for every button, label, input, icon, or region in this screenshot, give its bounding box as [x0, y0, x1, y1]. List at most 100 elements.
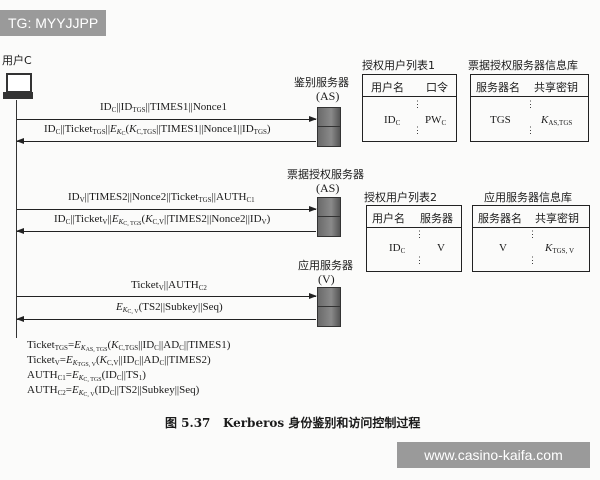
- formula-segment: E: [71, 369, 79, 381]
- formula-segment: C,V: [106, 359, 119, 367]
- formula-segment: C2: [198, 284, 207, 292]
- formula-segment: C: [159, 359, 165, 367]
- formula-segment: C1: [246, 196, 255, 204]
- formula-segment: ||AUTH: [163, 279, 199, 291]
- table-2-header-2: 共享密钥: [534, 81, 578, 94]
- formula-segment: ||ID: [138, 339, 155, 351]
- formula-segment: (: [125, 123, 130, 135]
- formula-segment: KC, V: [122, 306, 139, 315]
- formula-segment: TGS: [253, 128, 267, 136]
- formula-segment: K: [541, 114, 549, 126]
- formula-segment: C: [109, 389, 115, 397]
- formula-segment: =: [65, 384, 72, 396]
- formula-segment: PW: [425, 114, 442, 126]
- formula-segment: V: [437, 242, 445, 254]
- watermark-top-left: TG: MYYJJPP: [0, 10, 107, 36]
- formula-segment: K: [99, 354, 107, 366]
- formula-segment: Ticket: [131, 279, 159, 291]
- formula-segment: ||TIMES2||Nonce2||ID: [164, 213, 262, 225]
- definition-auth-c1: AUTHC1=EKC, TGS(IDC||TS1): [27, 369, 146, 383]
- formula-segment: TGS: [132, 106, 146, 114]
- table-2-header-1: 服务器名: [476, 81, 520, 94]
- formula-segment: C: [55, 128, 61, 136]
- formula-segment: ||AD: [158, 339, 180, 351]
- formula-segment: ): [266, 123, 271, 135]
- formula-segment: ||AUTH: [211, 191, 247, 203]
- formula-segment: =: [65, 369, 72, 381]
- table-4-cell-1: V: [499, 242, 507, 254]
- arrow-c-to-v: [17, 293, 317, 299]
- formula-segment: E: [110, 123, 117, 135]
- v-abbr: (V): [318, 272, 335, 286]
- formula-segment: K: [129, 123, 137, 135]
- formula-segment: Ticket: [27, 354, 55, 366]
- table-2: 服务器名 共享密钥 ⋮⋮ TGS KAS,TGS: [470, 74, 589, 142]
- formula-segment: C: [134, 359, 140, 367]
- formula-segment: KC, TGS: [78, 374, 102, 383]
- formula-segment: C: [400, 247, 406, 255]
- formula-segment: (TS2||Subkey||Seq): [138, 301, 223, 313]
- table-4-cell-2: KTGS, V: [545, 242, 574, 255]
- formula-segment: V: [54, 359, 60, 367]
- watermark-bottom-right: www.casino-kaifa.com: [397, 442, 590, 468]
- formula-segment: TGS: [198, 196, 212, 204]
- tgs-abbr: (AS): [316, 181, 340, 195]
- formula-segment: K: [111, 339, 119, 351]
- table-1-header-1: 用户名: [371, 81, 404, 94]
- formula-segment: K: [545, 242, 553, 254]
- message-6: EKC, V(TS2||Subkey||Seq): [116, 301, 223, 315]
- formula-segment: C: [441, 119, 447, 127]
- formula-segment: E: [66, 354, 73, 366]
- arrow-v-to-c: [16, 316, 316, 322]
- table-2-cell-1: TGS: [490, 114, 511, 126]
- formula-segment: ): [142, 369, 146, 381]
- formula-segment: KC: [116, 128, 126, 137]
- formula-segment: V: [79, 196, 85, 204]
- formula-segment: ID: [68, 191, 80, 203]
- formula-segment: ||: [105, 123, 111, 135]
- formula-segment: C,V: [152, 218, 165, 226]
- table-1: 用户名 口令 ⋮⋮ IDC PWC: [362, 74, 457, 142]
- table-3-header-1: 用户名: [372, 212, 405, 225]
- formula-segment: ||: [107, 213, 112, 225]
- formula-segment: KAS, TGS: [80, 344, 108, 353]
- tgs-label: 票据授权服务器: [287, 168, 364, 181]
- table-1-cell-1: IDC: [384, 114, 400, 127]
- message-5: TicketV||AUTHC2: [131, 279, 207, 292]
- formula-segment: Ticket: [27, 339, 55, 351]
- table-3-header-2: 服务器: [420, 212, 453, 225]
- formula-segment: 1: [138, 374, 143, 382]
- formula-segment: ID: [54, 213, 66, 225]
- formula-segment: C,TGS: [118, 344, 139, 352]
- arrow-c-to-tgs: [17, 206, 317, 212]
- arrow-tgs-to-c: [16, 228, 316, 234]
- table-4: 服务器名 共享密钥 ⋮⋮ V KTGS, V: [472, 205, 590, 272]
- table-2-cell-2: KAS,TGS: [541, 114, 572, 127]
- formula-segment: (: [95, 354, 100, 366]
- table-1-cell-2: PWC: [425, 114, 446, 127]
- as-server-icon: [317, 107, 341, 147]
- formula-segment: AS,TGS: [548, 119, 573, 127]
- formula-segment: KC, TGS: [118, 218, 142, 227]
- table-3-cell-2: V: [437, 242, 445, 254]
- formula-segment: K: [145, 213, 153, 225]
- formula-segment: =: [59, 354, 66, 366]
- message-3: IDV||TIMES2||Nonce2||TicketTGS||AUTHC1: [68, 191, 255, 204]
- arrow-c-to-as: [17, 116, 317, 122]
- formula-segment: ID: [389, 242, 401, 254]
- definition-auth-c2: AUTHC2=EKC, V(IDC||TS2||Subkey||Seq): [27, 384, 199, 398]
- formula-segment: V: [499, 242, 507, 254]
- formula-segment: ||TIMES1||Nonce1: [145, 101, 228, 113]
- table-3-cell-1: IDC: [389, 242, 405, 255]
- formula-segment: AUTH: [27, 384, 58, 396]
- formula-segment: ||TIMES2): [164, 354, 211, 366]
- formula-segment: C: [116, 374, 122, 382]
- as-abbr: (AS): [316, 89, 340, 103]
- formula-segment: C: [179, 344, 184, 352]
- formula-segment: KTGS, V: [72, 359, 96, 368]
- formula-segment: E: [116, 301, 123, 313]
- formula-segment: V: [261, 218, 267, 226]
- formula-segment: ||ID: [118, 354, 135, 366]
- formula-segment: (: [141, 213, 146, 225]
- table-4-header-1: 服务器名: [478, 212, 522, 225]
